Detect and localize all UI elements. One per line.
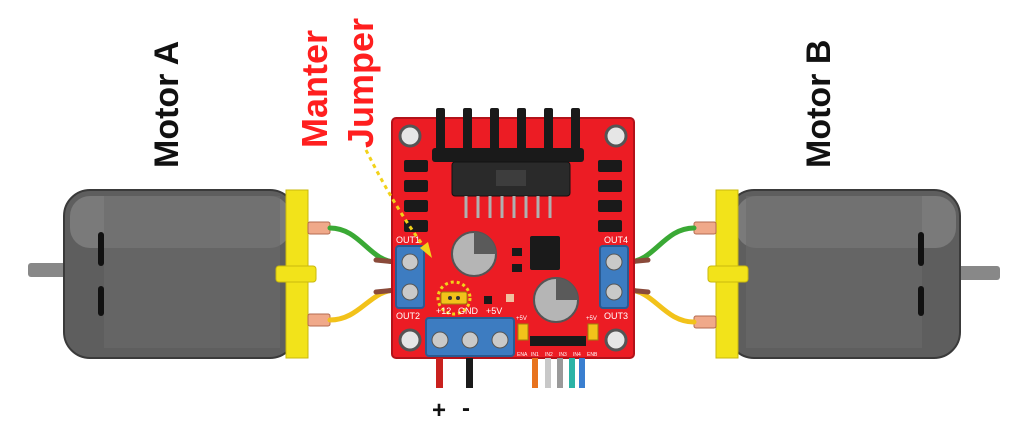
motor-a-band (104, 196, 280, 348)
mount-hole-bl (398, 328, 422, 352)
jumper-label: Jumper (340, 17, 381, 148)
jumper-highlight-circle (436, 280, 472, 316)
control-header (530, 336, 586, 346)
label-out4: OUT4 (604, 235, 628, 245)
motor-b (693, 189, 1000, 359)
chip-tab (496, 170, 526, 186)
motor-b-slot-bottom (918, 286, 924, 316)
motor-b-shaft (956, 266, 1000, 280)
label-v5: +5V (486, 306, 502, 316)
heatsink-fins (436, 108, 580, 154)
mount-hole-tr (604, 124, 628, 148)
motor-a-slot-bottom (98, 286, 104, 316)
control-wires (532, 358, 585, 388)
motor-b-terminal-bottom (693, 315, 717, 329)
smd-led-2 (506, 294, 514, 302)
motor-a (28, 189, 331, 359)
motor-a-wire-green (327, 225, 399, 265)
jumper-12v (440, 291, 468, 305)
screw-out4 (605, 253, 623, 271)
jumper-pin-2 (456, 296, 460, 300)
motor-b-cap-tab (707, 265, 749, 283)
mount-hole-br (604, 328, 628, 352)
control-pin-labels: ENA IN1 IN2 IN3 IN4 ENB (517, 352, 598, 358)
capacitor-right-mark (556, 278, 578, 300)
pin-label-in3: IN3 (559, 352, 567, 358)
label-gnd: GND (458, 306, 479, 316)
manter-label: Manter (294, 29, 335, 148)
pin-label-ena: ENA (517, 352, 528, 358)
jumper-ena (517, 323, 529, 341)
motor-a-terminal-top (307, 221, 331, 235)
motor-a-label: Motor A (148, 40, 186, 168)
motor-a-terminal-bottom (307, 313, 331, 327)
wire-in2 (545, 358, 551, 388)
voltage-regulator (530, 236, 560, 270)
label-out1: OUT1 (396, 235, 420, 245)
jumper-callout-line (364, 149, 430, 253)
jumper-pin-1 (448, 296, 452, 300)
mount-hole-tl (398, 124, 422, 148)
label-out3: OUT3 (604, 311, 628, 321)
motor-b-wire-yellow (625, 287, 697, 325)
pin-label-in2: IN2 (545, 352, 553, 358)
motor-a-shaft (28, 263, 68, 277)
screw-out3 (605, 283, 623, 301)
motor-b-band (746, 196, 922, 348)
screw-out2 (401, 283, 419, 301)
wire-in4 (569, 358, 575, 388)
chip-pins (464, 196, 552, 218)
screw-5v (491, 331, 509, 349)
wire-enb (579, 358, 585, 388)
motor-a-cap-tab (275, 265, 317, 283)
label-ena-5v: +5V (516, 316, 527, 322)
capacitor-left-mark (474, 232, 496, 254)
smd-led (484, 296, 492, 304)
label-plus: + (432, 397, 446, 424)
motor-b-label: Motor B (800, 39, 838, 168)
label-enb-5v: +5V (586, 316, 597, 322)
label-v12: +12 (436, 306, 451, 316)
pin-label-in4: IN4 (573, 352, 581, 358)
motor-b-wire-green (625, 225, 697, 265)
wire-in1 (532, 358, 538, 388)
power-wire-negative (466, 358, 473, 388)
power-wire-positive (436, 358, 443, 388)
power-wires (436, 358, 473, 388)
heatsink-base (432, 148, 584, 162)
wire-in3 (557, 358, 563, 388)
diodes-right (598, 160, 622, 232)
label-minus: - (462, 395, 470, 422)
motor-b-terminal-top (693, 221, 717, 235)
screw-gnd (461, 331, 479, 349)
jumper-callout-arrowhead (420, 242, 432, 258)
motor-b-slot-top (918, 232, 924, 266)
pin-label-in1: IN1 (531, 352, 539, 358)
screw-out1 (401, 253, 419, 271)
label-out2: OUT2 (396, 311, 420, 321)
screw-12v (431, 331, 449, 349)
motor-a-slot-top (98, 232, 104, 266)
l298n-board: OUT1 OUT2 OUT3 OUT4 +12 GND +5V +5V +5V … (391, 108, 635, 359)
motor-a-wire-yellow (327, 287, 399, 323)
pin-label-enb: ENB (587, 352, 598, 358)
smd-part-2 (512, 264, 522, 272)
jumper-enb (587, 323, 599, 341)
smd-part-1 (512, 248, 522, 256)
